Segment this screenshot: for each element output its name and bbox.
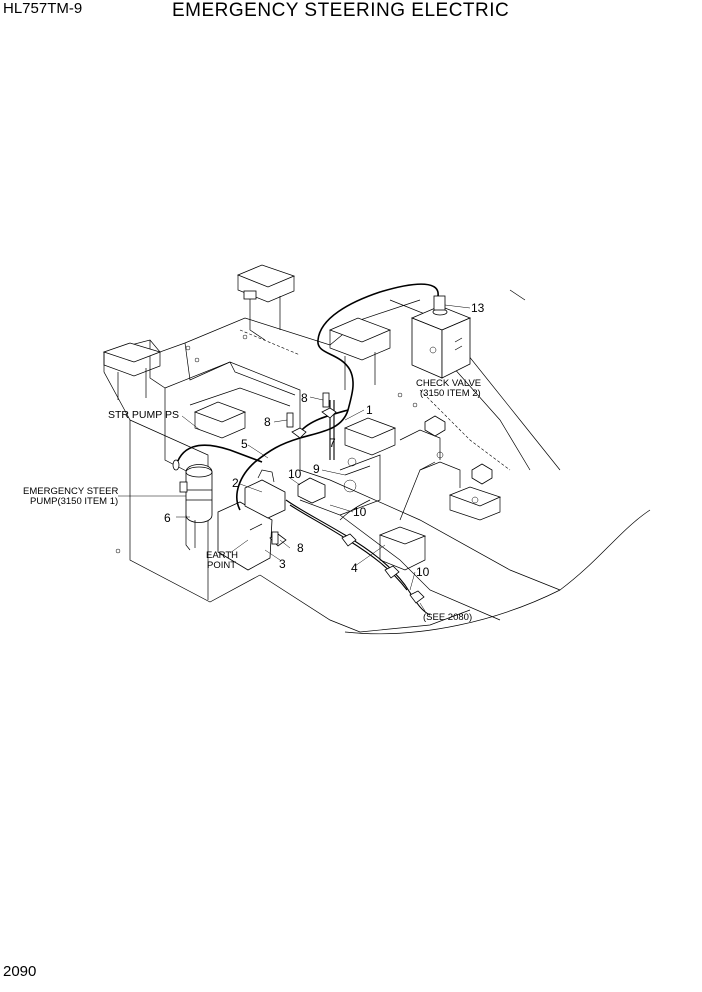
text-notes: STR PUMP PS EMERGENCY STEER PUMP(3150 IT… bbox=[23, 378, 481, 623]
callout-numbers: 13 1 2 3 4 5 6 7 8 8 8 9 10 10 10 bbox=[164, 301, 485, 579]
note-str-pump: STR PUMP PS bbox=[108, 409, 179, 421]
earth-plate bbox=[217, 501, 273, 571]
callout-8-bottom: 8 bbox=[297, 541, 304, 555]
relay-bracket bbox=[244, 469, 326, 519]
callout-13: 13 bbox=[471, 301, 485, 315]
callout-6: 6 bbox=[164, 511, 171, 525]
callout-4: 4 bbox=[351, 561, 358, 575]
small-connector bbox=[424, 415, 493, 485]
note-emergency-pump-line2: PUMP(3150 ITEM 1) bbox=[30, 496, 118, 507]
note-earth-line1: EARTH bbox=[206, 550, 238, 561]
leader-lines bbox=[118, 304, 471, 612]
note-see-ref: (SEE 2080) bbox=[423, 612, 472, 623]
note-earth-line2: POINT bbox=[207, 560, 236, 571]
callout-3: 3 bbox=[279, 557, 286, 571]
model-code: HL757TM-9 bbox=[3, 0, 83, 17]
callout-10-middle: 10 bbox=[353, 505, 367, 519]
callout-10-lower: 10 bbox=[416, 565, 430, 579]
emergency-steer-pump bbox=[172, 444, 263, 551]
callout-5: 5 bbox=[241, 437, 248, 451]
callout-7: 7 bbox=[329, 436, 336, 450]
wire-harness bbox=[236, 283, 439, 616]
page-number: 2090 bbox=[3, 963, 37, 980]
note-check-valve-line2: (3150 ITEM 2) bbox=[420, 388, 481, 399]
callout-8-top: 8 bbox=[301, 391, 308, 405]
note-check-valve-line1: CHECK VALVE bbox=[416, 378, 481, 389]
note-emergency-pump-line1: EMERGENCY STEER bbox=[23, 486, 119, 497]
callout-10-upper: 10 bbox=[288, 467, 302, 481]
page-title: EMERGENCY STEERING ELECTRIC bbox=[172, 0, 510, 21]
chassis-frame bbox=[102, 264, 651, 635]
callout-9: 9 bbox=[313, 462, 320, 476]
callout-8-left: 8 bbox=[264, 415, 271, 429]
callout-1: 1 bbox=[366, 403, 373, 417]
callout-2: 2 bbox=[232, 476, 239, 490]
check-valve bbox=[410, 295, 472, 379]
